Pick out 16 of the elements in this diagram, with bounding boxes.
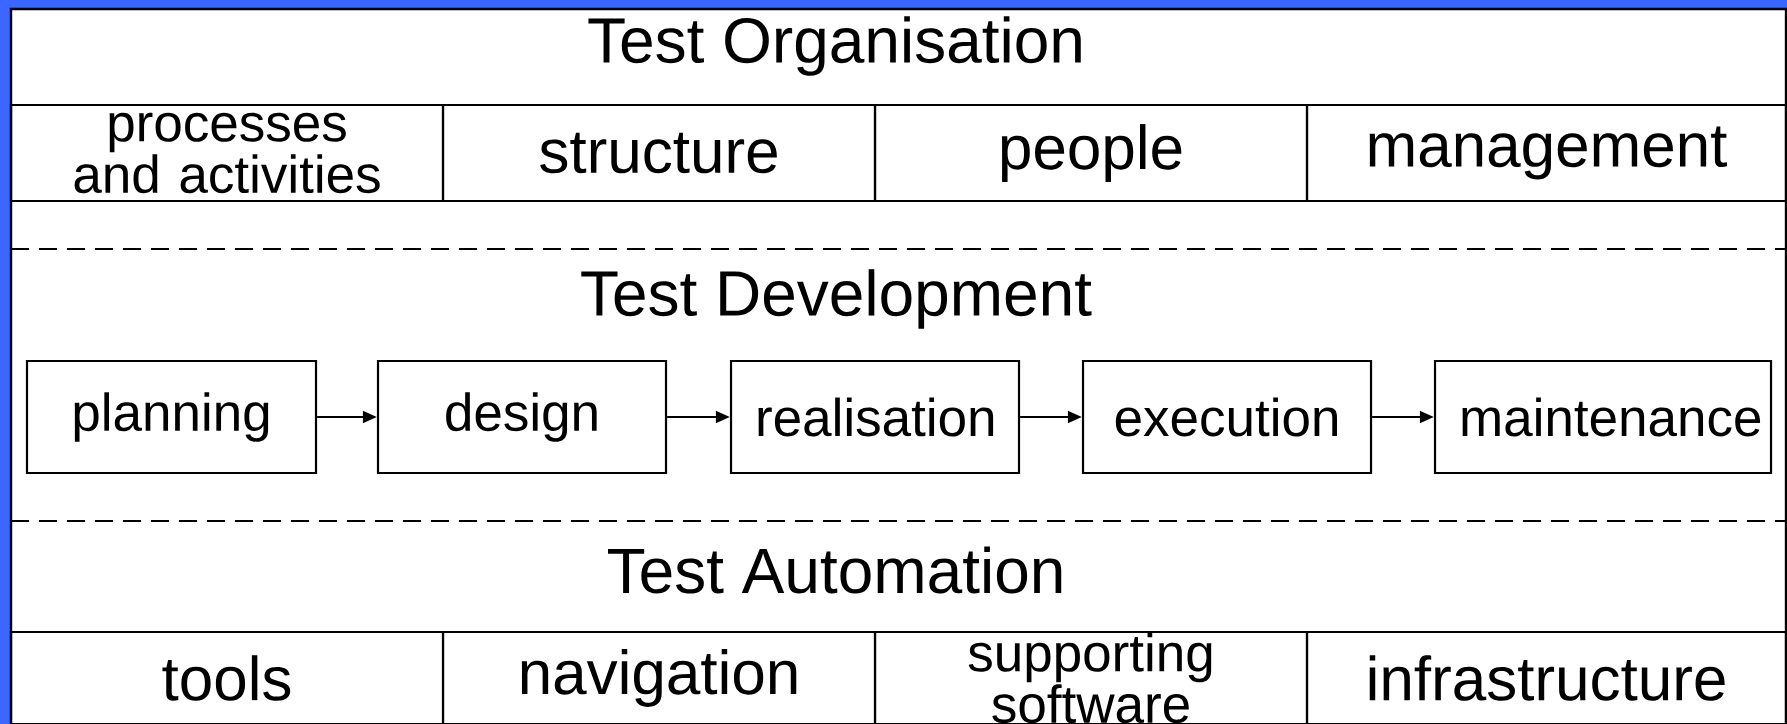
table-cell: navigation bbox=[441, 630, 877, 724]
process-box: planning bbox=[25, 359, 318, 475]
table-cell: infrastructure bbox=[1305, 630, 1787, 724]
table-cell: management bbox=[1305, 103, 1787, 203]
process-box: execution bbox=[1081, 359, 1373, 475]
table-cell: people bbox=[873, 103, 1309, 203]
process-box: maintenance bbox=[1433, 359, 1773, 475]
section-heading: Test Organisation bbox=[588, 16, 1081, 76]
section-heading: Test Automation bbox=[608, 546, 1062, 594]
process-box: design bbox=[376, 359, 668, 475]
process-box: realisation bbox=[729, 359, 1021, 475]
section-heading: Test Development bbox=[581, 269, 1092, 329]
table-cell: tools bbox=[9, 630, 445, 724]
table-cell: supporting software bbox=[873, 630, 1309, 724]
table-cell: processes and activities bbox=[9, 103, 445, 203]
table-cell: structure bbox=[441, 103, 877, 203]
